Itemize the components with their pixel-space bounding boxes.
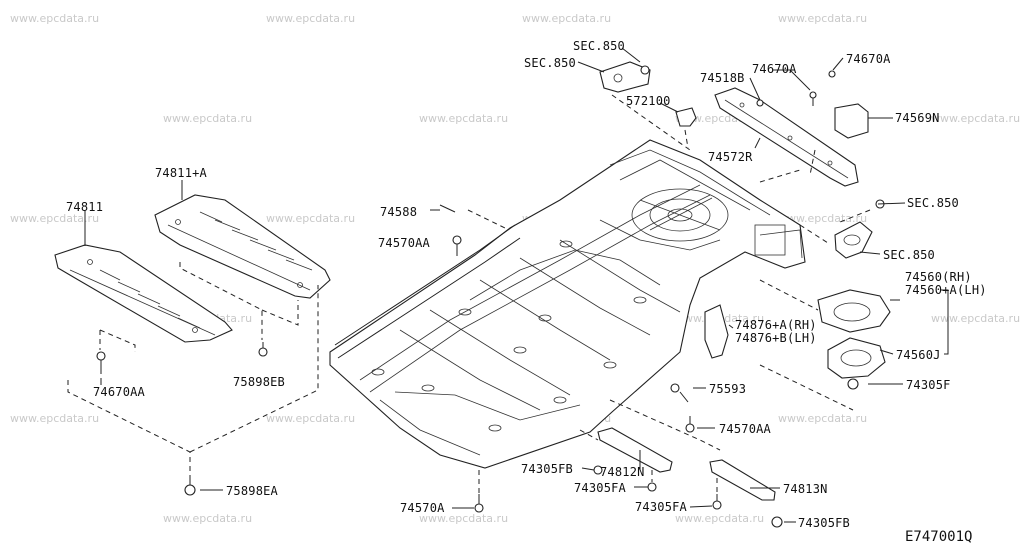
label-74670aa[interactable]: 74670AA [93, 385, 145, 399]
label-75898eb[interactable]: 75898EB [233, 375, 285, 389]
label-74876-lh[interactable]: 74876+B(LH) [735, 331, 817, 345]
label-74518b[interactable]: 74518B [700, 71, 745, 85]
label-sec850-top[interactable]: SEC.850 [573, 39, 625, 53]
watermark-text: www.epcdata.ru [163, 512, 253, 525]
label-74560-lh[interactable]: 74560+A(LH) [905, 283, 987, 297]
label-75898ea[interactable]: 75898EA [226, 484, 278, 498]
diagram-code: E747001Q [905, 529, 973, 545]
fastener-drawings [96, 65, 885, 528]
watermark-text: www.epcdata.ru [163, 112, 253, 125]
label-74570a[interactable]: 74570A [400, 501, 445, 515]
guide-lines [67, 94, 871, 494]
label-74570aa-left[interactable]: 74570AA [378, 236, 430, 250]
lower-trim-drawing [597, 427, 776, 501]
label-74305fa-left[interactable]: 74305FA [574, 481, 626, 495]
label-74812n[interactable]: 74812N [600, 465, 645, 479]
label-74811[interactable]: 74811 [66, 200, 104, 214]
label-74813n[interactable]: 74813N [783, 482, 828, 496]
floor-pan-drawing [329, 139, 806, 469]
label-74560-rh[interactable]: 74560(RH) [905, 270, 972, 284]
watermark-text: www.epcdata.ru [931, 112, 1021, 125]
watermark-text: www.epcdata.ru [266, 412, 356, 425]
watermark-text: www.epcdata.ru [419, 112, 509, 125]
label-74670a-right[interactable]: 74670A [846, 52, 891, 66]
watermark-text: www.epcdata.ru [931, 312, 1021, 325]
watermark-text: www.epcdata.ru [419, 512, 509, 525]
wheelhouse-trim-drawing [704, 304, 729, 359]
label-74570aa-right[interactable]: 74570AA [719, 422, 771, 436]
label-74305fb-right[interactable]: 74305FB [798, 516, 850, 530]
label-74305f[interactable]: 74305F [906, 378, 951, 392]
watermark-text: www.epcdata.ru [10, 12, 100, 25]
watermark-text: www.epcdata.ru [10, 412, 100, 425]
label-74876-rh[interactable]: 74876+A(RH) [735, 318, 817, 332]
label-74560j[interactable]: 74560J [896, 348, 941, 362]
label-74572r[interactable]: 74572R [708, 150, 753, 164]
label-74305fa-right[interactable]: 74305FA [635, 500, 687, 514]
watermark-text: www.epcdata.ru [778, 412, 868, 425]
label-sec850-lower[interactable]: SEC.850 [883, 248, 935, 262]
watermark-text: www.epcdata.ru [778, 212, 868, 225]
bracket-sec850-drawing [599, 61, 651, 93]
watermark-text: www.epcdata.ru [778, 12, 868, 25]
watermark-text: www.epcdata.ru [522, 12, 612, 25]
label-75593[interactable]: 75593 [709, 382, 747, 396]
under-cover-rear-drawing [154, 194, 331, 299]
label-74569n[interactable]: 74569N [895, 111, 940, 125]
watermark-text: www.epcdata.ru [10, 212, 100, 225]
label-74670a-left[interactable]: 74670A [752, 62, 797, 76]
watermark-text: www.epcdata.ru [266, 212, 356, 225]
label-sec850-left[interactable]: SEC.850 [524, 56, 576, 70]
label-572100[interactable]: 572100 [626, 94, 671, 108]
under-cover-front-drawing [54, 244, 233, 343]
label-74305fb-left[interactable]: 74305FB [521, 462, 573, 476]
rear-bar-drawing [714, 87, 859, 187]
label-74811-a[interactable]: 74811+A [155, 166, 207, 180]
bracket-74569n-drawing [834, 103, 880, 139]
arch-cover-drawing [817, 289, 891, 379]
leader-lines [84, 47, 949, 523]
label-sec850-right[interactable]: SEC.850 [907, 196, 959, 210]
watermark-text: www.epcdata.ru [266, 12, 356, 25]
label-74588[interactable]: 74588 [380, 205, 418, 219]
bumper-572100-drawing [675, 107, 697, 127]
watermark-text: www.epcdata.ru [675, 512, 765, 525]
